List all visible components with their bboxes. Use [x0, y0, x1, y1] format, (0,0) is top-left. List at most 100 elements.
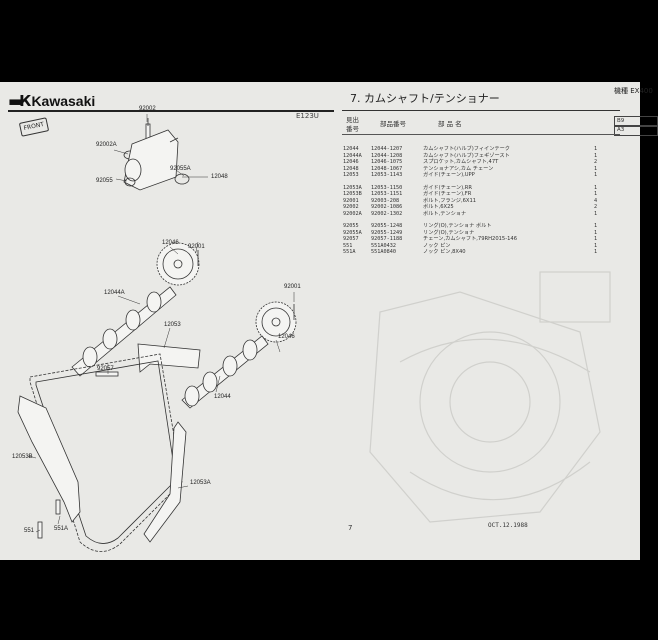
- part-number-cell: 12053-1151: [371, 191, 403, 197]
- tensioner-assembly: [123, 118, 190, 191]
- cam-chain: [29, 353, 183, 552]
- quantity-cell: 1: [594, 223, 598, 229]
- ref-number-cell: 92001: [343, 197, 359, 204]
- camshaft-exhaust: [181, 335, 269, 409]
- part-number-cell: 12046-1075: [371, 159, 403, 165]
- ref-number-cell: 12053: [343, 172, 359, 178]
- ref-number-cell: 92002: [343, 204, 359, 210]
- ref-number-cell: 92055: [343, 223, 359, 229]
- callout-label: 92057: [97, 366, 114, 372]
- kawasaki-logo: ▬К Kawasaki: [8, 92, 95, 110]
- part-number-cell: 92055-1249: [371, 229, 403, 236]
- part-name-cell: ガイド(チェーン),FR: [423, 191, 472, 197]
- table-row: 12053 12053-1143 ガイド(チェーン),UPP 1: [343, 172, 603, 179]
- quantity-cell: 1: [594, 229, 598, 236]
- table-row: 12053B 12053-1151 ガイド(チェーン),FR 1: [343, 191, 603, 198]
- part-name-cell: カムシャフト(ハルブ)フェギゾースト: [423, 152, 510, 159]
- quantity-cell: 1: [594, 242, 598, 249]
- section-title: 7. カムシャフト/テンショナー: [350, 92, 500, 105]
- sprocket-lower: [255, 301, 297, 343]
- part-name-cell: ガイド(チェーン),UPP: [423, 172, 475, 178]
- quantity-cell: 1: [594, 184, 598, 191]
- quantity-cell: 1: [594, 210, 598, 217]
- callout-label: 12053: [164, 322, 181, 328]
- callout-label: 551A: [54, 526, 69, 532]
- part-number-cell: 12044-1208: [371, 152, 403, 159]
- callout-leaders: [27, 114, 295, 533]
- ref-number-cell: 12053B: [343, 191, 362, 197]
- sprocket-upper: [156, 242, 200, 286]
- part-name-cell: ボルト,6X25: [423, 204, 454, 210]
- version-code: E123U: [296, 112, 319, 120]
- part-name-cell: テンショナアシ,カム チェーン: [423, 165, 494, 172]
- quantity-cell: 2: [594, 204, 598, 210]
- ref-number-cell: 12053A: [343, 184, 362, 191]
- callout-label: 92001: [284, 284, 301, 290]
- callout-label: 12053A: [190, 480, 211, 486]
- part-name-header: 部 品 名: [438, 120, 462, 128]
- header-rule-left: [8, 110, 334, 112]
- quantity-cell: 1: [594, 191, 598, 197]
- table-row: 92057 92057-1188 チェーン,カムシャフト,79RH2015-146 1: [343, 236, 603, 243]
- callout-label: 92055: [96, 178, 113, 184]
- ref-number-cell: 92055A: [343, 229, 362, 236]
- part-number-cell: 92002-1302: [371, 210, 403, 217]
- callout-label: 12046: [278, 334, 295, 340]
- table-row: 12044 12044-1207 カムシャフト(ハルブ)フィインテーク 1: [343, 146, 603, 153]
- part-number-cell: 92057-1188: [371, 236, 403, 242]
- chain-guide-front: [17, 395, 81, 523]
- quantity-cell: 1: [594, 146, 598, 152]
- callout-label: 92002: [139, 106, 156, 112]
- part-name-cell: ボルト,テンショナ: [423, 210, 467, 217]
- quantity-cell: 1: [594, 165, 598, 172]
- ref-header-line: 見出: [346, 116, 359, 124]
- callout-label: 12048: [211, 174, 228, 180]
- part-number-cell: 92003-208: [371, 197, 400, 204]
- quantity-cell: 1: [594, 249, 598, 255]
- quantity-cell: 1: [594, 172, 598, 178]
- chain-guide-rear: [143, 421, 187, 543]
- part-name-cell: カムシャフト(ハルブ)フィインテーク: [423, 146, 510, 152]
- print-date: OCT.12.1988: [488, 522, 528, 529]
- page-number: 7: [348, 524, 353, 532]
- part-name-cell: チェーン,カムシャフト,79RH2015-146: [423, 236, 517, 242]
- dowel-pins: [37, 499, 61, 539]
- callout-label: 92055A: [170, 166, 191, 172]
- camshaft-intake: [71, 286, 177, 377]
- callout-label: 12044: [214, 394, 231, 400]
- part-number-cell: 551A0840: [371, 249, 396, 255]
- ref-number-cell: 12044A: [343, 152, 362, 159]
- exploded-parts-diagram: [17, 114, 297, 552]
- chain-guide-upper: [137, 343, 201, 373]
- callout-label: 92002A: [96, 142, 117, 148]
- ref-number-cell: 551: [343, 242, 353, 249]
- callout-label: 12046: [162, 240, 179, 246]
- part-name-cell: ノック ピン: [423, 242, 451, 249]
- ref-number-cell: 12048: [343, 165, 359, 172]
- part-name-cell: スプロケット,カムシャフト,47T: [423, 159, 499, 165]
- bleed-through-drawing: [369, 271, 611, 523]
- part-number-cell: 12048-1067: [371, 165, 403, 172]
- quantity-cell: 1: [594, 236, 598, 242]
- part-number-cell: 92002-1086: [371, 204, 403, 210]
- ref-number-cell: 12046: [343, 159, 359, 165]
- ref-header-line: 番号: [346, 125, 359, 133]
- ref-number-cell: 12044: [343, 146, 359, 152]
- table-header-rule: [342, 134, 620, 135]
- kawasaki-k-icon: ▬К: [8, 92, 32, 110]
- part-name-cell: ガイド(チェーン),RR: [423, 184, 472, 191]
- part-number-cell: 12044-1207: [371, 146, 403, 152]
- part-number-cell: 12053-1143: [371, 172, 403, 178]
- ref-number-cell: 551A: [343, 249, 356, 255]
- callout-label: 92001: [188, 244, 205, 250]
- part-number-header: 部品番号: [380, 120, 406, 128]
- ref-number-cell: 92057: [343, 236, 359, 242]
- part-name-cell: ボルト,フランジ,6X11: [423, 197, 477, 204]
- part-number-cell: 12053-1150: [371, 184, 403, 191]
